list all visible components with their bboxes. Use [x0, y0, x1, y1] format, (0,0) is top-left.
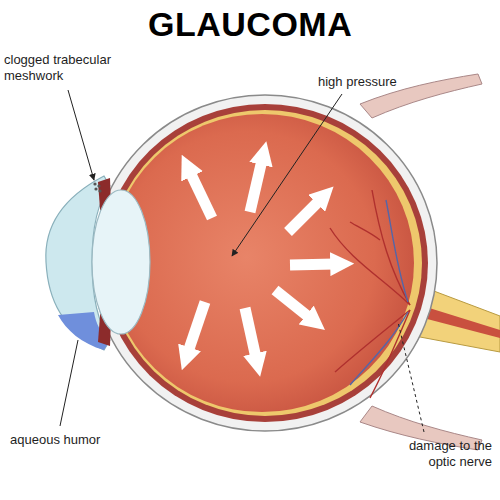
sclera [93, 95, 437, 431]
part-label: damage to the optic nerve [388, 438, 492, 469]
retina [108, 110, 422, 416]
part-label: high pressure [318, 74, 428, 90]
part-label: aqueous humor [10, 432, 130, 448]
pressure-arrows [188, 160, 335, 358]
lens [92, 190, 150, 334]
leader-lines [60, 90, 424, 432]
diagram-title: GLAUCOMA [148, 4, 352, 45]
vitreous-body [110, 114, 414, 412]
blood-vessels [330, 190, 410, 398]
part-label: clogged trabecular meshwork [4, 52, 132, 83]
clogged-meshwork [93, 182, 101, 192]
choroid [102, 104, 428, 422]
